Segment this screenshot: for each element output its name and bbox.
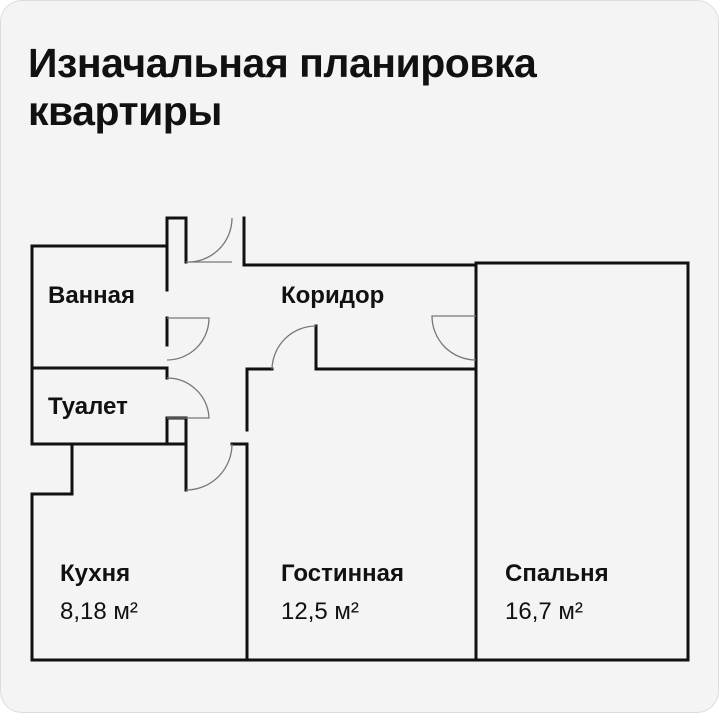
door-kitchen-arc bbox=[185, 443, 233, 491]
room-label-bathroom: Ванная bbox=[48, 282, 135, 309]
door-entrance-arc bbox=[185, 217, 233, 263]
door-toilet-arc bbox=[166, 377, 210, 419]
page-title: Изначальная планировка квартиры bbox=[28, 40, 537, 134]
wall-kitchen-door-right bbox=[230, 442, 249, 474]
room-label-living: Гостинная bbox=[281, 560, 404, 587]
room-area-living: 12,5 м² bbox=[281, 598, 359, 625]
room-label-kitchen: Кухня bbox=[60, 560, 130, 587]
door-bathroom-arc bbox=[166, 317, 210, 361]
wall-kitchen-door-left bbox=[165, 416, 188, 492]
room-area-bedroom: 16,7 м² bbox=[505, 598, 583, 625]
wall-corridor-pocket bbox=[314, 324, 478, 371]
room-label-corridor: Коридор bbox=[281, 282, 384, 309]
wall-living-top bbox=[245, 367, 274, 432]
room-area-kitchen: 8,18 м² bbox=[60, 598, 138, 625]
wall-bathroom-outline bbox=[30, 244, 169, 446]
doors bbox=[166, 217, 477, 491]
room-label-bedroom: Спальня bbox=[505, 560, 609, 587]
room-label-toilet: Туалет bbox=[48, 393, 128, 420]
wall-entrance-left bbox=[165, 216, 188, 264]
door-living-arc bbox=[271, 325, 317, 370]
wall-kitchen-outline bbox=[30, 442, 690, 662]
door-bedroom-arc bbox=[431, 315, 477, 361]
